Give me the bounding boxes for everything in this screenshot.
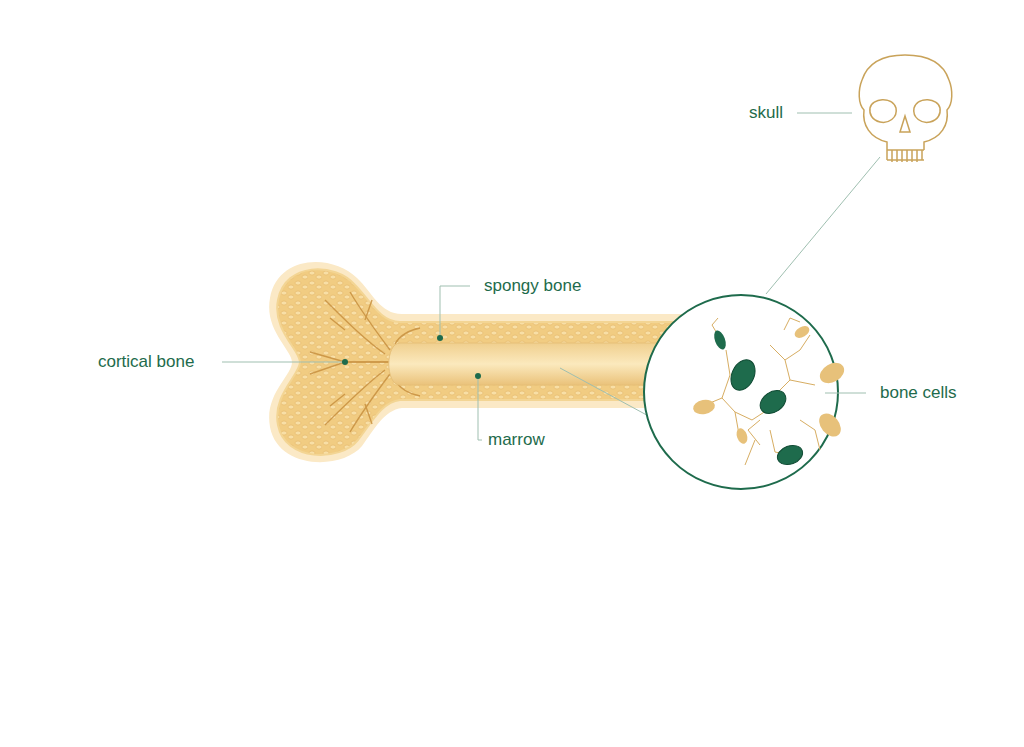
part-label: skull [749, 103, 783, 122]
label-holder: spongy bone [484, 276, 581, 296]
label-holder: cortical bone [98, 352, 194, 372]
part-label: spongy bone [484, 276, 581, 295]
part-label: cortical bone [98, 352, 194, 371]
part-label: bone cells [880, 383, 957, 402]
part-label: marrow [488, 430, 545, 449]
label-holder: marrow [488, 430, 545, 450]
label-holder: skull [749, 103, 783, 123]
label-holder: bone cells [880, 383, 957, 403]
